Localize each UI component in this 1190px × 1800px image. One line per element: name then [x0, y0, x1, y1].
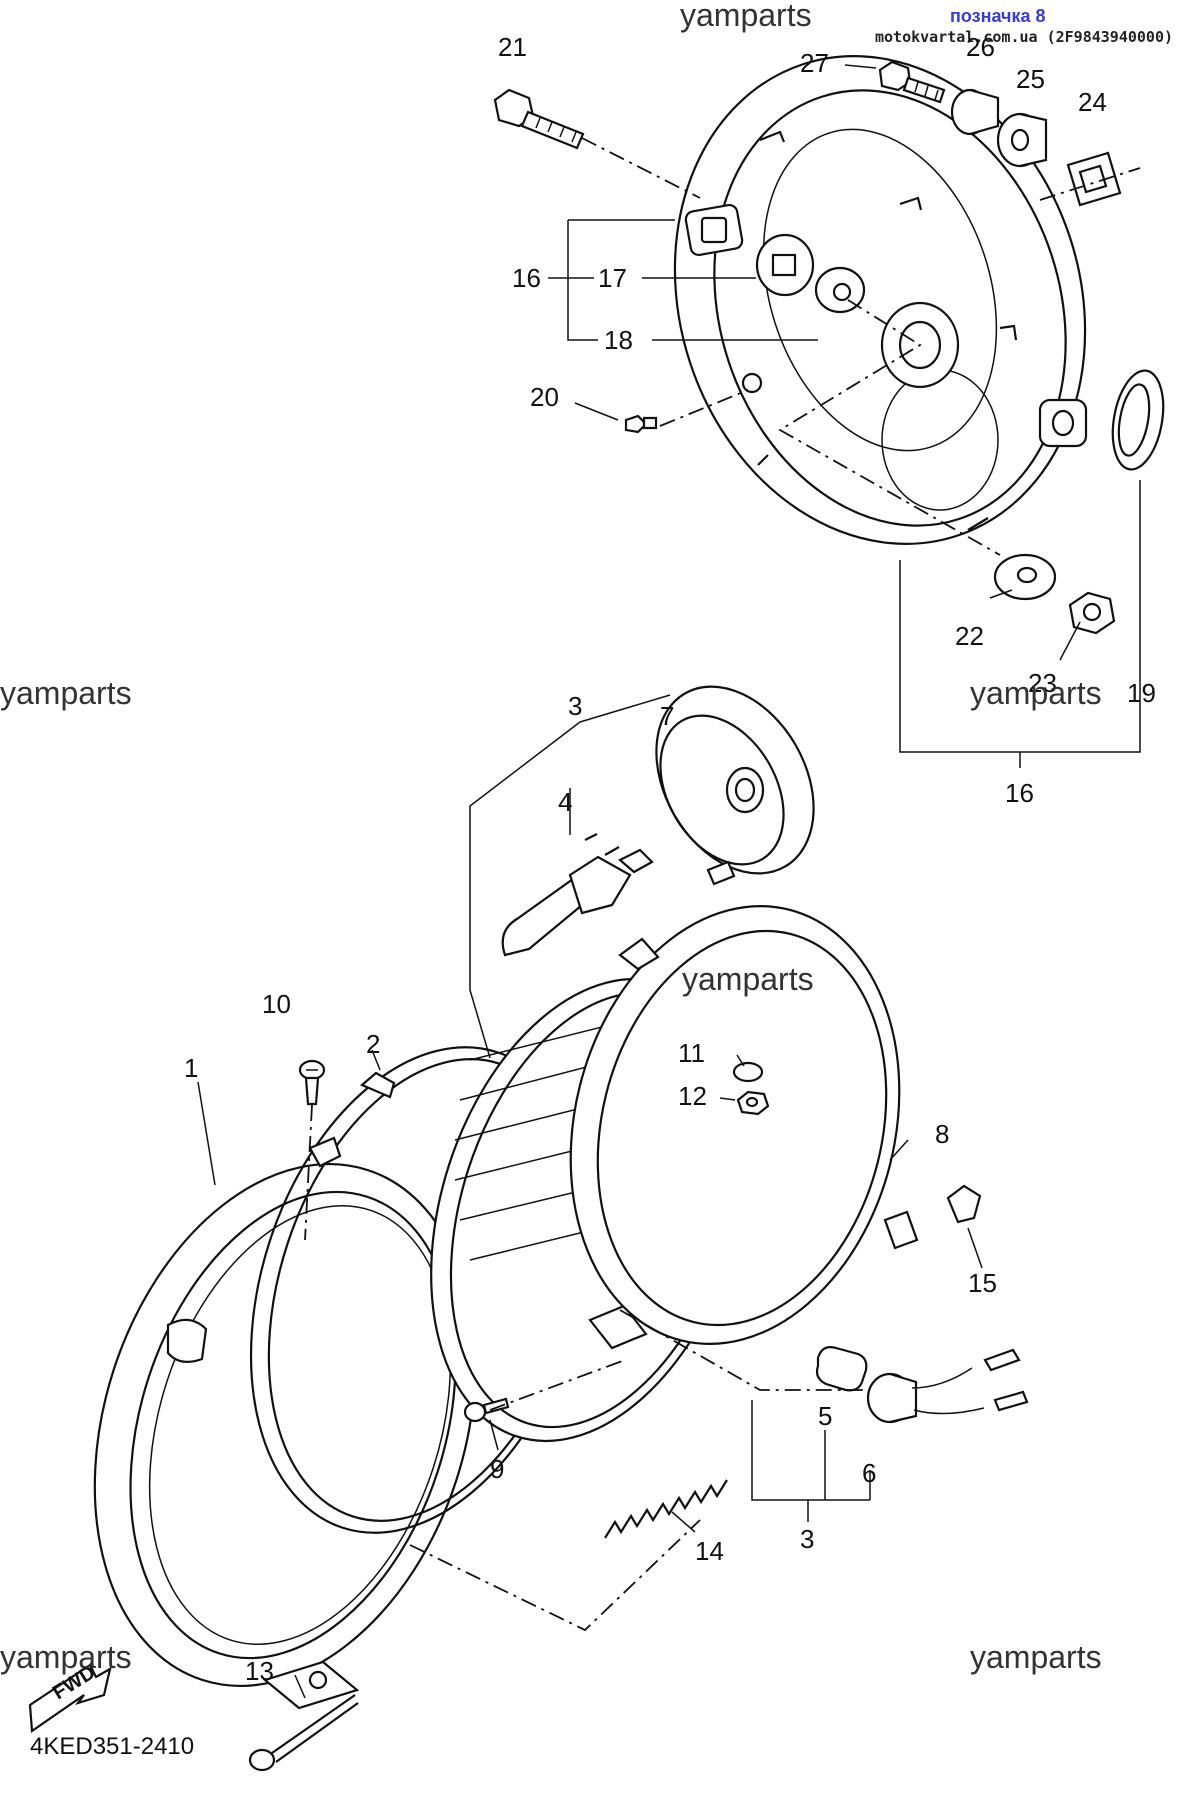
watermark-right: yamparts: [970, 675, 1102, 711]
washer-18: [814, 266, 866, 314]
callout-21: 21: [498, 32, 527, 62]
callout-3-upper: 3: [568, 691, 582, 721]
screw-20: [624, 414, 658, 434]
callout-6: 6: [862, 1458, 876, 1488]
callout-24: 24: [1078, 87, 1107, 117]
screw-13: [248, 1694, 359, 1772]
watermark-center: yamparts: [682, 961, 814, 997]
callout-14: 14: [695, 1536, 724, 1566]
callout-13: 13: [245, 1656, 274, 1686]
callout-25: 25: [1016, 64, 1045, 94]
headlight-housing: [673, 55, 1088, 545]
callout-9: 9: [490, 1454, 504, 1484]
callout-15: 15: [968, 1268, 997, 1298]
rim-1: [93, 1163, 477, 1710]
washer-22: [993, 553, 1057, 601]
nut-12: [736, 1090, 770, 1116]
bulb-4: [501, 833, 654, 957]
watermark-left: yamparts: [0, 675, 132, 711]
bulb-cap-7: [655, 685, 815, 886]
watermark-bottom-right: yamparts: [970, 1639, 1102, 1675]
callout-23: 23: [1028, 668, 1057, 698]
callout-16-lower: 16: [1005, 778, 1034, 808]
socket-6: [866, 1348, 1029, 1424]
callout-4: 4: [558, 787, 572, 817]
grommet-17: [755, 233, 815, 297]
damper-25: [996, 112, 1048, 168]
callout-12: 12: [678, 1081, 707, 1111]
clip-24: [1066, 151, 1122, 207]
callout-11: 11: [678, 1038, 705, 1068]
watermark-top: yamparts: [680, 0, 812, 33]
callout-5: 5: [818, 1401, 832, 1431]
collar-26: [950, 88, 1000, 136]
screw-10: [298, 1059, 326, 1106]
nut-23: [1068, 591, 1116, 635]
mark-label: позначка 8: [950, 6, 1046, 26]
callout-19: 19: [1127, 678, 1156, 708]
grommet-19: [1111, 369, 1165, 471]
bulb-5: [815, 1346, 868, 1392]
diagram-code: 4KED351-2410: [30, 1733, 194, 1760]
watermark-bottom-left: yamparts: [0, 1639, 132, 1675]
callout-17: 17: [598, 263, 627, 293]
bolt-21: [493, 88, 585, 150]
bolt-27: [878, 60, 946, 104]
callout-8: 8: [935, 1119, 949, 1149]
callout-2: 2: [366, 1029, 380, 1059]
callout-27: 27: [800, 48, 829, 78]
callout-10: 10: [262, 989, 291, 1019]
spring-14: [604, 1479, 728, 1539]
reflector-housing-8: [569, 905, 919, 1345]
callout-20: 20: [530, 382, 559, 412]
washer-11: [732, 1061, 764, 1083]
callout-18: 18: [604, 325, 633, 355]
callout-7: 7: [660, 701, 674, 731]
clip-15: [946, 1184, 982, 1224]
source-label: motokvartal.com.ua (2F9843940000): [875, 28, 1173, 46]
callout-3-lower: 3: [800, 1524, 814, 1554]
callout-22: 22: [955, 621, 984, 651]
callout-16-upper: 16: [512, 263, 541, 293]
callout-26: 26: [966, 32, 995, 62]
callout-1: 1: [184, 1053, 198, 1083]
